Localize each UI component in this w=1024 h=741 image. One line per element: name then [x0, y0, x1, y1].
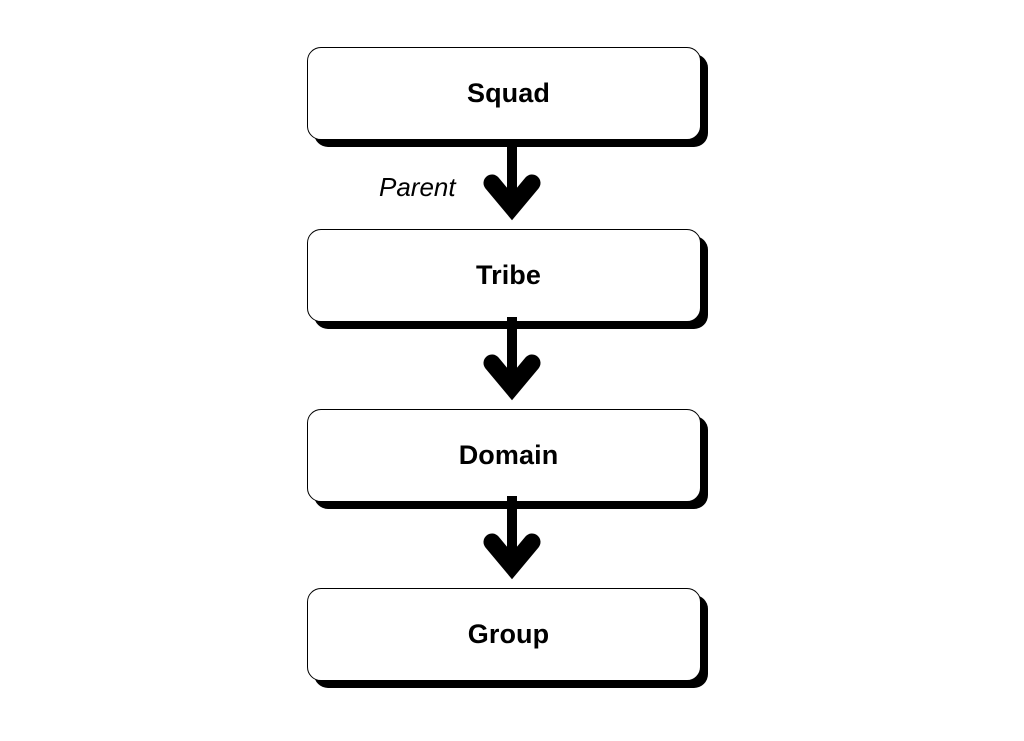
- connector-domain-to-group: [478, 496, 546, 590]
- connector-squad-to-tribe: [478, 139, 546, 231]
- connector-tribe-to-domain: [478, 317, 546, 411]
- edge-label-parent: Parent: [379, 172, 456, 202]
- node-squad[interactable]: Squad: [307, 47, 701, 140]
- node-domain[interactable]: Domain: [307, 409, 701, 502]
- arrow-down-icon: [483, 496, 541, 580]
- node-group-label: Group: [467, 619, 550, 649]
- node-squad-label: Squad: [466, 78, 550, 108]
- arrow-down-icon: [483, 139, 541, 221]
- node-group[interactable]: Group: [307, 588, 701, 681]
- node-domain-label: Domain: [458, 440, 559, 470]
- arrow-down-icon: [483, 317, 541, 401]
- node-tribe[interactable]: Tribe: [307, 229, 701, 322]
- node-tribe-label: Tribe: [475, 260, 542, 290]
